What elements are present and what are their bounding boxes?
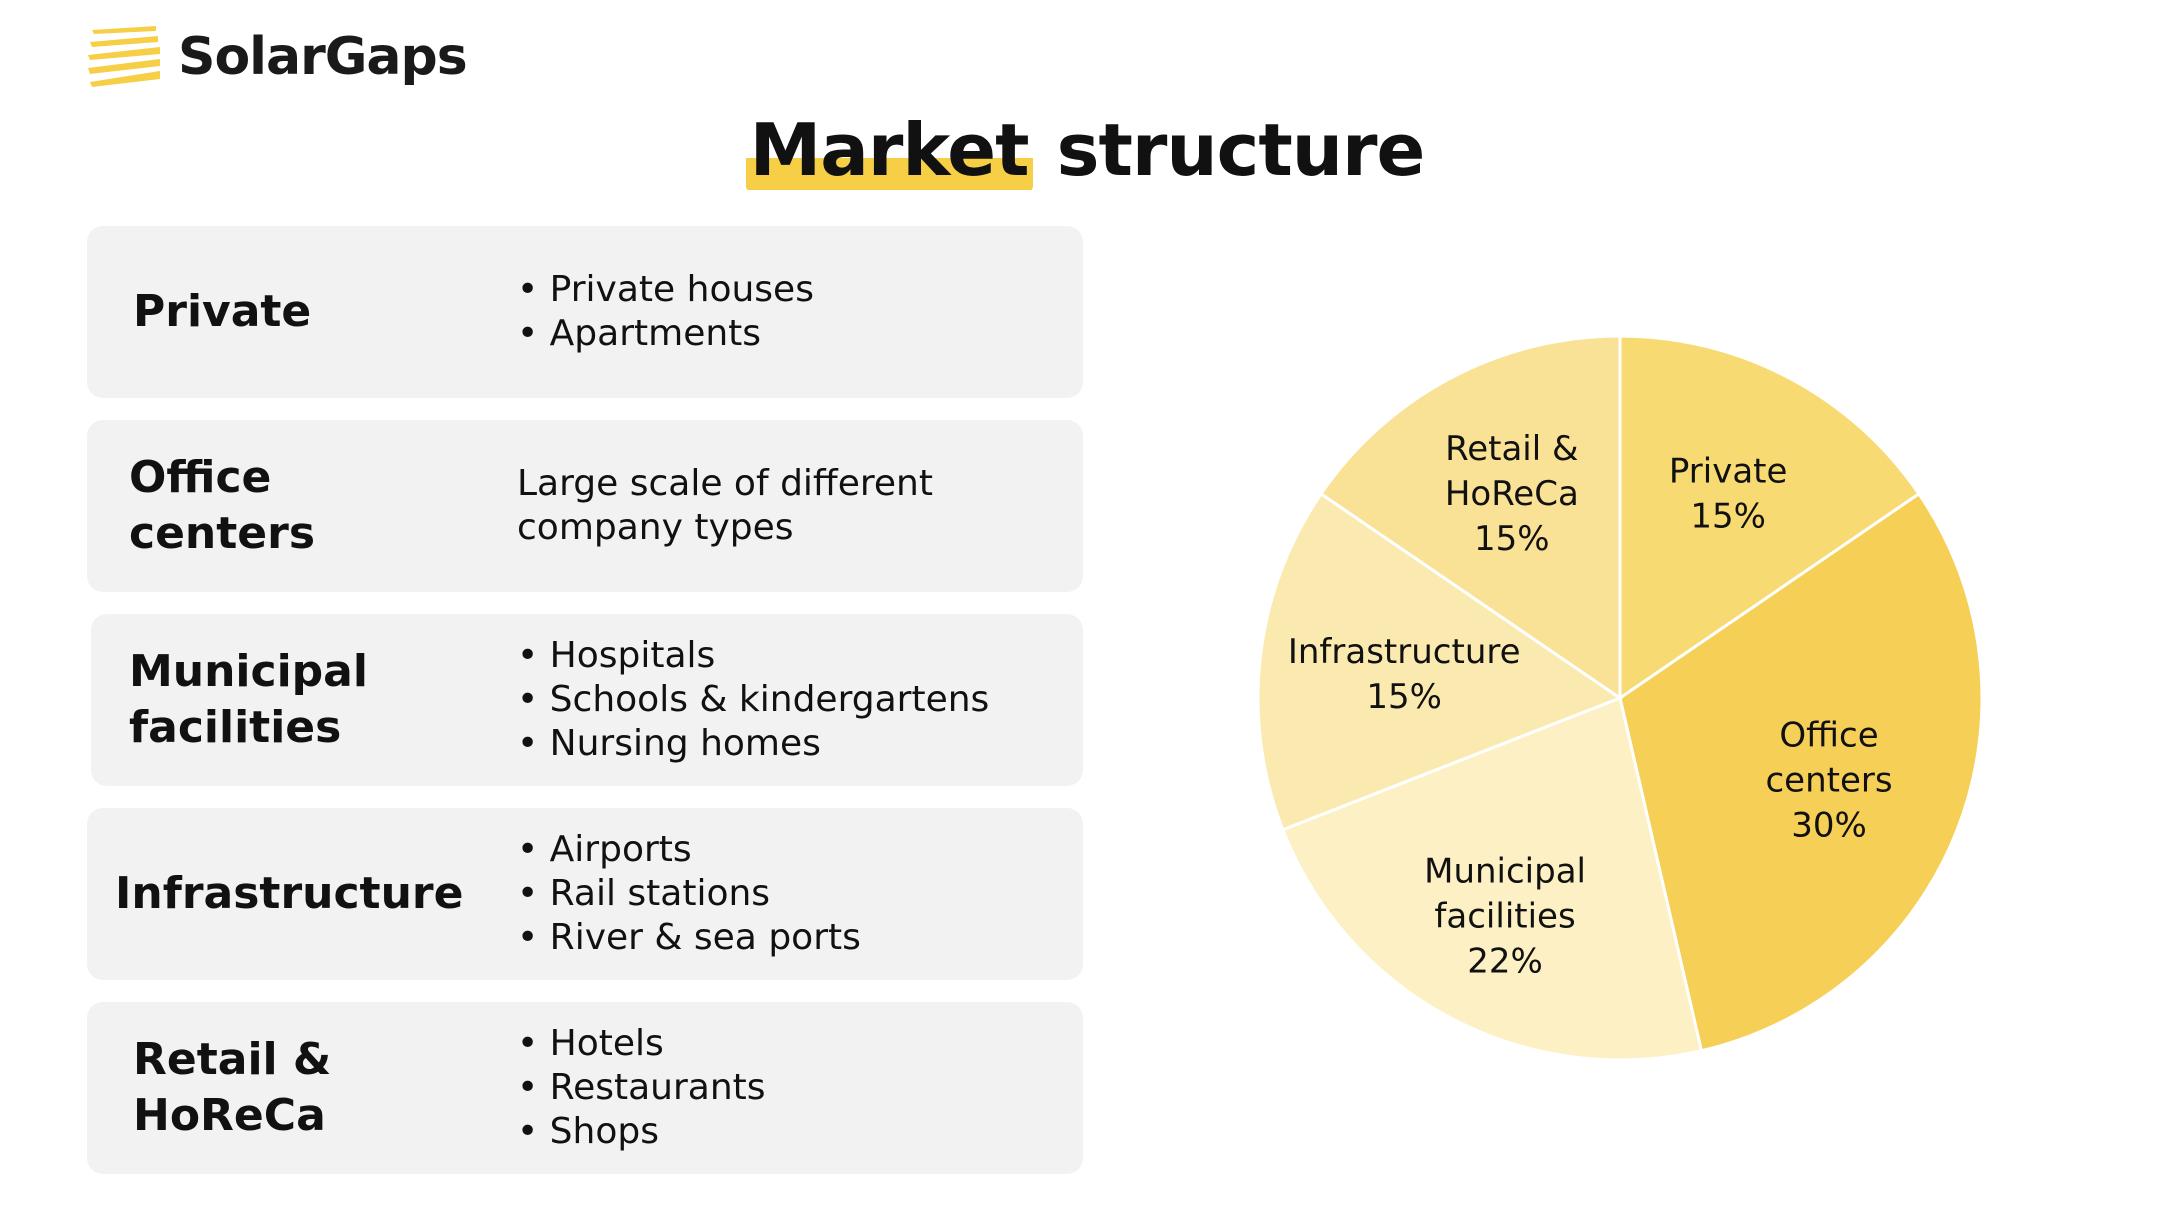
- segment-name: Infrastructure: [115, 868, 464, 919]
- pie-slice-municipal-facilities: [1280, 695, 1704, 1062]
- segment-name: Private: [133, 286, 312, 337]
- brand-logo: SolarGaps: [86, 22, 468, 92]
- pie-slice-name: HoReCa: [1445, 474, 1579, 514]
- segment-cards: Private • Private houses • Apartments Of…: [87, 226, 1083, 1196]
- segment-card-office: Office centers Large scale of different …: [87, 420, 1083, 592]
- pie-slice-office-centers: [1618, 491, 1984, 1053]
- segment-examples: Large scale of different company types: [517, 463, 933, 548]
- segment-examples: • Airports • Rail stations • River & sea…: [517, 829, 861, 958]
- solar-rays-icon: [88, 26, 160, 87]
- title-highlight: Market: [745, 108, 1033, 192]
- pie-slice-value: 15%: [1366, 677, 1442, 717]
- pie-slice-label: Retail & HoReCa 15%: [1445, 429, 1579, 559]
- segment-examples: • Private houses • Apartments: [517, 269, 814, 354]
- pie-slice-value: 15%: [1690, 497, 1766, 537]
- segment-name: Retail & HoReCa: [133, 1034, 332, 1141]
- title-rest: structure: [1032, 108, 1426, 192]
- pie-slice-value: 22%: [1467, 942, 1543, 982]
- pie-slice-name: centers: [1765, 761, 1892, 801]
- pie-slice-name: Municipal: [1424, 852, 1586, 892]
- pie-slice-name: Private: [1669, 452, 1788, 492]
- segment-card-infrastructure: Infrastructure • Airports • Rail station…: [87, 808, 1083, 980]
- pie-slice-value: 30%: [1791, 806, 1867, 846]
- pie-slice-label: Office centers 30%: [1765, 716, 1892, 846]
- pie-slice-label: Municipal facilities 22%: [1424, 852, 1586, 982]
- segment-card-retail: Retail & HoReCa • Hotels • Restaurants •…: [87, 1002, 1083, 1174]
- brand-name: SolarGaps: [178, 27, 468, 87]
- market-pie-chart: Private 15% Office centers 30% Municipal facil…: [1256, 334, 1984, 1062]
- pie-slice-label: Private 15%: [1669, 452, 1788, 537]
- segment-card-private: Private • Private houses • Apartments: [87, 226, 1083, 398]
- page-title: Market structure: [0, 108, 2170, 192]
- pie-slice-private: [1618, 334, 1922, 701]
- pie-slice-name: Retail &: [1445, 429, 1578, 469]
- segment-name: Office centers: [129, 452, 316, 559]
- segment-examples: • Hospitals • Schools & kindergartens • …: [517, 635, 990, 764]
- pie-slice-value: 15%: [1474, 519, 1550, 559]
- pie-slice-name: Office: [1779, 716, 1878, 756]
- segment-card-municipal: Municipal facilities • Hospitals • Schoo…: [91, 614, 1083, 786]
- segment-examples: • Hotels • Restaurants • Shops: [517, 1023, 766, 1152]
- pie-slice-label: Infrastructure 15%: [1288, 632, 1521, 717]
- pie-slice-infrastructure: [1256, 491, 1624, 832]
- pie-slice-name: facilities: [1434, 897, 1575, 937]
- pie-slice-name: Infrastructure: [1288, 632, 1521, 672]
- pie-slice-retail-horeca: [1318, 334, 1622, 701]
- segment-name: Municipal facilities: [129, 646, 368, 753]
